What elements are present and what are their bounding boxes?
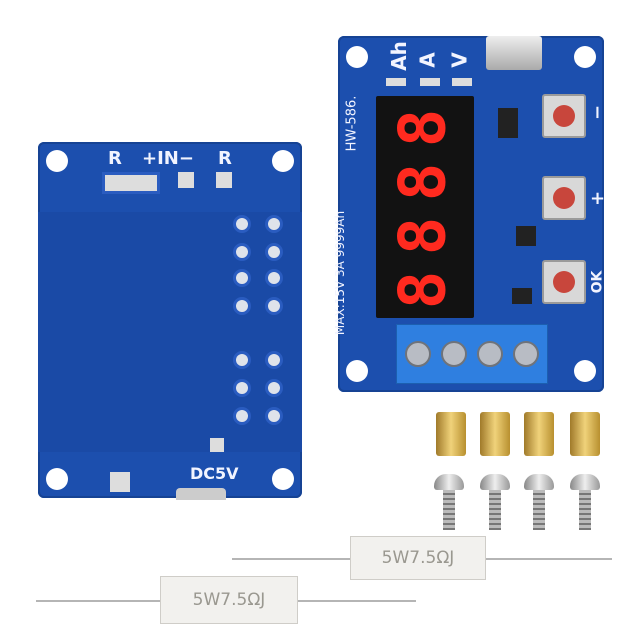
usb-port-back	[176, 488, 226, 500]
spec-label: MAX:15V 3A 9999Ah	[333, 210, 348, 336]
led-ah	[386, 78, 406, 86]
resistor-label: 5W7.5ΩJ	[192, 590, 266, 610]
brass-standoff	[480, 412, 510, 456]
display-digit: 8	[386, 270, 461, 310]
label-input: +IN−	[142, 148, 194, 169]
seven-segment-display: 8 8 8 8	[376, 96, 474, 318]
minus-button[interactable]	[542, 94, 586, 138]
left-pcb-board: R +IN− R DC5V	[38, 142, 302, 500]
unit-v: V	[447, 52, 472, 68]
minus-label: −	[587, 104, 609, 121]
resistor-label: 5W7.5ΩJ	[381, 548, 455, 568]
led-v	[452, 78, 472, 86]
brass-standoff	[524, 412, 554, 456]
plus-button[interactable]	[542, 176, 586, 220]
screw-bolt	[524, 474, 554, 530]
label-r-right: R	[218, 148, 232, 169]
led-a	[420, 78, 440, 86]
display-digit: 8	[386, 216, 461, 256]
plus-label: +	[590, 188, 606, 209]
label-r-left: R	[108, 148, 122, 169]
ok-button[interactable]	[542, 260, 586, 304]
display-digit: 8	[386, 162, 461, 202]
power-resistor: 5W7.5ΩJ	[160, 576, 298, 624]
ok-label: OK	[589, 270, 606, 294]
micro-usb-port[interactable]	[486, 36, 542, 70]
power-resistor: 5W7.5ΩJ	[350, 536, 486, 580]
model-label: HW-586.	[344, 95, 360, 152]
brass-standoff	[570, 412, 600, 456]
screw-bolt	[570, 474, 600, 530]
screw-terminal-block	[396, 324, 548, 384]
screw-bolt	[480, 474, 510, 530]
label-power: DC5V	[190, 464, 239, 483]
unit-ah: Ah	[386, 41, 411, 71]
right-pcb-board: Ah A V HW-586. MAX:15V 3A 9999Ah 8 8 8 8…	[333, 36, 608, 392]
brass-standoff	[436, 412, 466, 456]
display-digit: 8	[386, 108, 461, 148]
unit-a: A	[415, 52, 440, 68]
screw-bolt	[434, 474, 464, 530]
